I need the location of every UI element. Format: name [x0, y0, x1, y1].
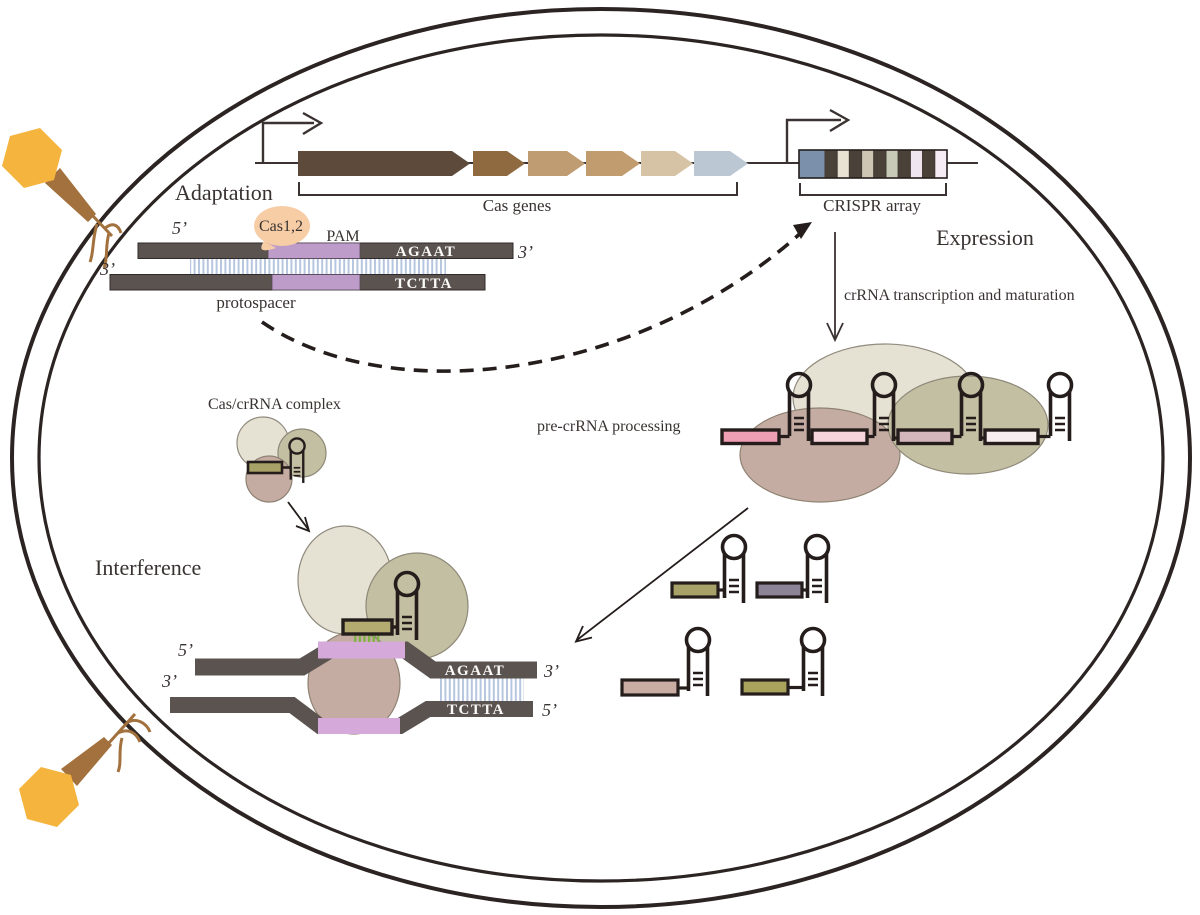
phage-tail: [45, 168, 96, 222]
crRNA-hairpin: [799, 626, 827, 698]
crRNA-hairpin: [803, 533, 831, 605]
crispr-array-outline: [798, 149, 948, 179]
spacer-integration-arrow: [260, 222, 812, 373]
crRNA-hairpin: [684, 626, 712, 698]
three-prime-label: 3’: [517, 242, 533, 262]
crispr-repeat-cell: [873, 149, 887, 179]
crispr-repeat-cell: [824, 149, 838, 179]
processing-to-crRNA-arrow: [574, 507, 749, 643]
pre-crRNA-processing-label: pre-crRNA processing: [537, 418, 681, 435]
phage-top-left: [2, 128, 123, 269]
crispr-promoter-arrow: [785, 118, 841, 163]
cas1-2-label: Cas1,2: [259, 218, 303, 235]
phage-bottom-left: [19, 712, 152, 827]
crRNA-spacer-3: [620, 678, 680, 697]
three-prime-label: 3’: [161, 671, 177, 691]
cas-genes-label: Cas genes: [483, 196, 551, 215]
cas-gene-arrow-2: [473, 151, 525, 176]
pre-crRNA-spacer-3: [896, 428, 954, 446]
crRNA-spacer-2: [755, 581, 804, 599]
pam-sequence-top: AGAAT: [396, 244, 457, 260]
five-prime-label: 5’: [178, 640, 193, 660]
pre-crRNA-complex: [720, 343, 1074, 503]
cas-gene-arrow-1: [298, 151, 470, 176]
transcription-label: crRNA transcription and maturation: [844, 287, 1075, 304]
crispr-spacer-cell: [934, 149, 948, 179]
pre-crRNA-hairpin-4: [1046, 371, 1074, 443]
arrow-line: [576, 507, 749, 641]
phage-tail: [61, 737, 112, 786]
pre-crRNA-spacer-2: [810, 428, 869, 446]
adaptation-title: Adaptation: [175, 180, 273, 205]
phage-head-icon: [19, 767, 79, 827]
protospacer-segment-bottom: [271, 274, 361, 291]
crRNA-spacer-1: [670, 581, 720, 599]
cas-genes-bracket: [298, 182, 738, 196]
pre-crRNA-spacer-4: [983, 428, 1040, 446]
cas1-2-protein-blob: [254, 206, 310, 246]
crispr-array-bracket: [799, 183, 947, 196]
crRNA-spacer: [246, 460, 284, 475]
five-prime-label: 5’: [542, 700, 557, 720]
crRNA-spacer-4: [740, 678, 790, 696]
crRNA-spacer: [341, 618, 394, 636]
dashed-curve: [260, 228, 806, 373]
phage-tail-fibers: [106, 712, 152, 773]
five-prime-label: 5’: [172, 218, 187, 238]
phage-tail-fibers: [88, 213, 123, 269]
crRNA-target-pairing-hatch: [352, 634, 380, 642]
cas-crRNA-complex-label: Cas/crRNA complex: [208, 396, 341, 413]
arrowhead-icon: [574, 625, 593, 643]
interference-title: Interference: [95, 555, 201, 580]
cas-promoter-arrowhead-icon: [302, 111, 324, 136]
phage-head-icon: [2, 128, 62, 188]
expression-section: Expression crRNA transcription and matur…: [537, 225, 1075, 435]
crRNA-hairpin: [720, 533, 748, 605]
cell-inner-membrane: [37, 33, 1165, 883]
three-prime-label: 3’: [543, 661, 559, 681]
pam-sequence-bottom: TCTTA: [447, 702, 505, 718]
crispr-spacer-cell: [861, 149, 875, 179]
cas1-2-blob-tail: [261, 241, 276, 251]
mature-crRNAs: [620, 533, 831, 698]
cas-gene-arrow-4: [586, 151, 640, 176]
crispr-array-label: CRISPR array: [823, 196, 921, 215]
crispr-spacer-cell: [836, 149, 850, 179]
bacterial-cell: [10, 7, 1192, 909]
pre-crRNA-spacer-1: [720, 428, 781, 446]
arrow-line: [287, 501, 309, 530]
crispr-repeat-cell: [848, 149, 863, 179]
interference-section: Interference AGAAT TCTTA 5’ 3’ 3’ 5’: [95, 525, 559, 735]
base-pairing-hatch: [190, 258, 446, 275]
adaptation-section: Adaptation 5’ 3’ AGAAT TCTTA 3’ PAM prot…: [99, 180, 533, 312]
base-pairing-hatch: [440, 678, 524, 702]
cas-crRNA-complex-small: Cas/crRNA complex: [208, 396, 341, 533]
cas-gene-arrow-3: [528, 151, 585, 176]
cell-outer-membrane: [10, 7, 1192, 909]
cas-gene-arrow-5: [641, 151, 693, 176]
crispr-promoter-arrowhead-icon: [829, 108, 851, 133]
crispr-leader-cell: [798, 149, 826, 179]
pam-sequence-bottom: TCTTA: [395, 276, 453, 292]
cas-genes-operon: Cas genes: [298, 151, 748, 215]
arrowhead-icon: [826, 322, 844, 343]
crispr-array: CRISPR array: [798, 149, 948, 215]
cas-promoter-arrow: [261, 121, 314, 163]
crispr-spacer-cell: [909, 149, 924, 179]
cas-gene-arrow-6: [694, 151, 748, 176]
pam-label: PAM: [326, 228, 359, 245]
arrowhead-icon: [295, 516, 311, 533]
protospacer-segment-top: [267, 242, 361, 259]
crispr-spacer-cell: [885, 149, 899, 179]
arrowhead-icon: [793, 222, 812, 239]
crispr-repeat-cell: [922, 149, 936, 179]
protospacer-label: protospacer: [216, 293, 296, 312]
crispr-repeat-cell: [897, 149, 911, 179]
pam-sequence-top: AGAAT: [445, 663, 506, 679]
expression-title: Expression: [936, 225, 1034, 250]
